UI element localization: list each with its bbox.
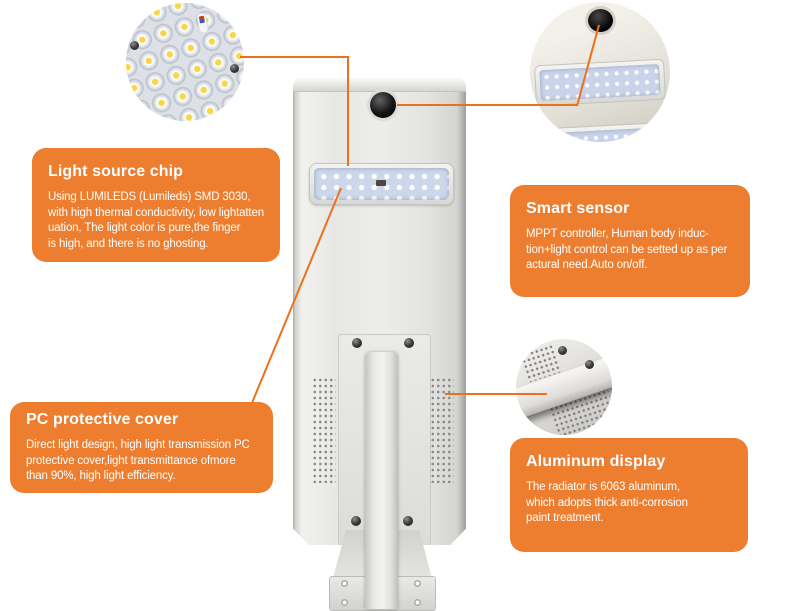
callout-body: MPPT controller, Human body induc- tion+…	[526, 228, 728, 271]
bolt-hole	[341, 599, 348, 606]
light-sensor-hole	[588, 9, 613, 32]
callout-title: PC protective cover	[26, 411, 179, 428]
callout-title: Aluminum display	[526, 453, 666, 470]
screw-icon	[230, 64, 239, 73]
radiator-closeup-photo	[516, 339, 612, 435]
callout-pc-protective-cover: PC protective cover Direct light design,…	[10, 402, 273, 493]
bolt-hole	[341, 580, 348, 587]
callout-smart-sensor: Smart sensor MPPT controller, Human body…	[510, 185, 750, 297]
motion-sensor	[370, 92, 396, 118]
connector-led-circle-horizontal	[240, 56, 348, 58]
screw-icon	[404, 338, 414, 348]
screw-icon	[352, 338, 362, 348]
led-module	[309, 163, 454, 205]
led-panel	[314, 168, 449, 200]
led-driver-chip	[376, 180, 386, 186]
lamp-top-cap	[293, 78, 466, 92]
connector-radiator-horizontal	[445, 393, 547, 395]
led-lens-array	[126, 3, 244, 121]
screw-icon	[351, 516, 361, 526]
screw-icon	[585, 360, 594, 369]
led-module-closeup-partial	[553, 122, 663, 142]
callout-title: Light source chip	[48, 163, 184, 180]
callout-aluminum-display: Aluminum display The radiator is 6063 al…	[510, 438, 748, 552]
callout-body: The radiator is 6063 aluminum, which ado…	[526, 481, 688, 524]
led-module-closeup	[534, 58, 666, 107]
screw-icon	[130, 41, 139, 50]
screw-icon	[558, 346, 567, 355]
callout-title: Smart sensor	[526, 200, 630, 217]
connector-sensor-horizontal	[397, 104, 578, 106]
callout-body: Direct light design, high light transmis…	[26, 439, 250, 482]
connector-led-circle-vertical	[347, 56, 349, 166]
bolt-hole	[414, 580, 421, 587]
lamp-body	[293, 78, 466, 545]
street-light-photo	[293, 78, 466, 611]
led-chip-closeup-photo	[126, 3, 244, 121]
vent-left	[312, 377, 336, 483]
bolt-hole	[414, 599, 421, 606]
pole-channel	[365, 352, 398, 609]
screw-icon	[403, 516, 413, 526]
sensor-closeup-photo	[530, 2, 670, 142]
callout-light-source-chip: Light source chip Using LUMILEDS (Lumile…	[32, 148, 280, 262]
callout-body: Using LUMILEDS (Lumileds) SMD 3030, with…	[48, 191, 264, 250]
